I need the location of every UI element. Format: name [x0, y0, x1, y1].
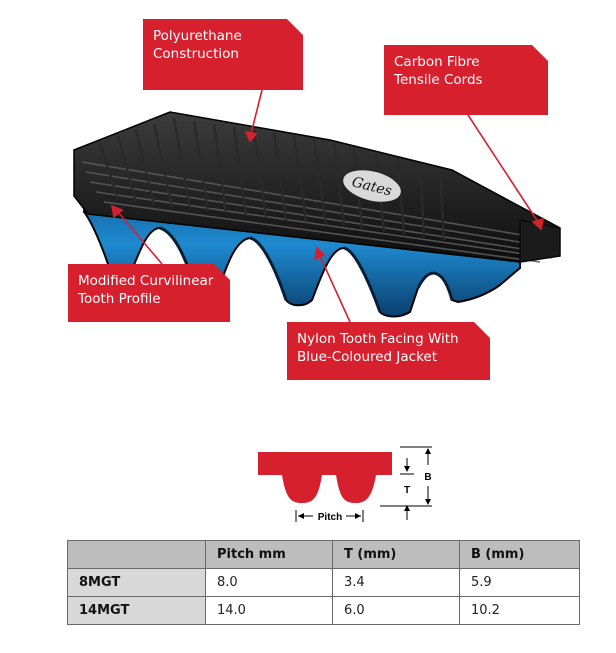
row-name: 14MGT	[67, 596, 206, 625]
cell-pitch: 8.0	[205, 568, 333, 597]
callout-line: Blue-Coloured Jacket	[297, 349, 438, 365]
header-pitch: Pitch mm	[205, 540, 333, 569]
callout-line: Construction	[153, 46, 239, 62]
b-label: B	[424, 472, 431, 483]
pitch-label: Pitch	[318, 512, 342, 523]
callout-line: Carbon Fibre	[394, 54, 480, 70]
callout-arrows	[110, 89, 545, 323]
callout-nylon-facing: Nylon Tooth Facing With Blue-Coloured Ja…	[287, 322, 490, 380]
header-blank	[67, 540, 206, 569]
callout-line: Nylon Tooth Facing With	[297, 331, 459, 347]
table-header-row: Pitch mm T (mm) B (mm)	[67, 540, 580, 569]
callout-carbon-fibre: Carbon Fibre Tensile Cords	[384, 45, 548, 115]
callout-tooth-profile: Modified Curvilinear Tooth Profile	[68, 264, 230, 322]
callout-line: Polyurethane	[153, 28, 242, 44]
spec-table: Pitch mm T (mm) B (mm) 8MGT 8.0 3.4 5.9 …	[67, 540, 580, 625]
cell-b: 5.9	[459, 568, 580, 597]
table-row: 14MGT 14.0 6.0 10.2	[67, 596, 580, 625]
table-row: 8MGT 8.0 3.4 5.9	[67, 568, 580, 597]
t-label: T	[404, 485, 410, 496]
cell-pitch: 14.0	[205, 596, 333, 625]
cell-t: 3.4	[332, 568, 460, 597]
header-b: B (mm)	[459, 540, 580, 569]
callout-line: Modified Curvilinear	[78, 273, 214, 289]
header-t: T (mm)	[332, 540, 460, 569]
callout-polyurethane: Polyurethane Construction	[143, 19, 303, 90]
callout-line: Tooth Profile	[78, 291, 161, 307]
cell-b: 10.2	[459, 596, 580, 625]
cell-t: 6.0	[332, 596, 460, 625]
tooth-profile-diagram: Pitch T B	[258, 446, 432, 523]
belt-top: Gates	[73, 111, 561, 263]
row-name: 8MGT	[67, 568, 206, 597]
callout-line: Tensile Cords	[394, 72, 483, 88]
